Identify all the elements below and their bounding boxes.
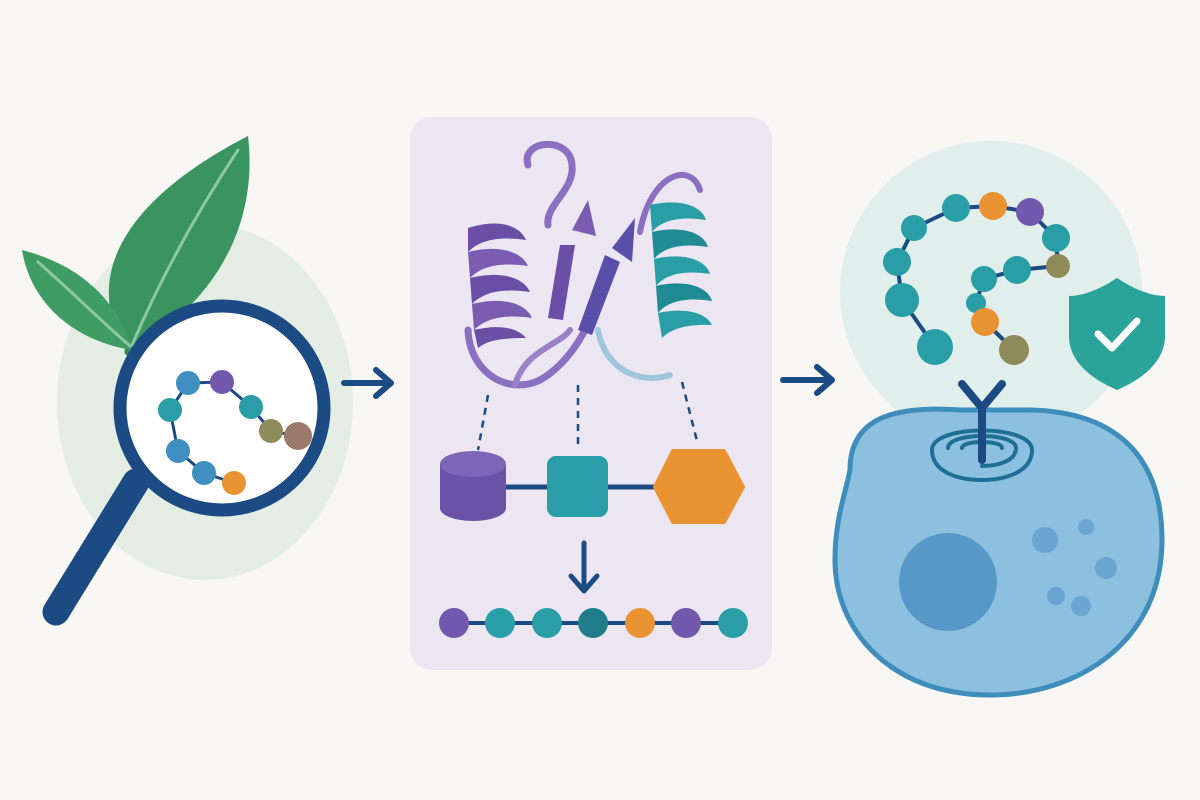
purple-loop	[523, 140, 576, 229]
nucleus	[899, 533, 997, 631]
teal-top-loop	[637, 171, 703, 235]
leaf-large-vein	[130, 148, 240, 347]
chain-bead-purple	[671, 608, 701, 638]
folded-bead	[901, 215, 927, 241]
crossing-loop	[512, 327, 573, 388]
cell-membrane	[832, 406, 1165, 698]
beta-strand-left	[548, 245, 575, 320]
peptide-bead	[284, 422, 312, 450]
beta-arrow-right	[612, 218, 635, 262]
leaf-large	[108, 136, 250, 352]
check-mark	[1094, 317, 1141, 352]
design-stage	[410, 117, 772, 670]
square-icon	[547, 456, 608, 517]
design-panel	[410, 117, 772, 670]
vesicle-4	[1047, 587, 1065, 605]
receptor-arms	[958, 380, 1006, 412]
peptide-bead	[166, 439, 190, 463]
folded-bead	[966, 293, 986, 313]
vesicle-1	[1032, 527, 1058, 553]
peptide-bead	[259, 419, 283, 443]
beta-strand-right	[578, 255, 620, 335]
connector-right	[680, 381, 700, 446]
leaf-small-vein	[36, 260, 132, 348]
folded-bead	[1003, 256, 1031, 284]
folded-bead	[885, 283, 919, 317]
bead-chain-beads	[439, 608, 748, 638]
hexagon-icon	[653, 449, 745, 524]
peptide-bead	[158, 398, 182, 422]
folded-bead	[1016, 198, 1044, 226]
folded-bead	[883, 248, 911, 276]
arrow-down-icon	[568, 540, 600, 594]
cell-icon	[832, 406, 1165, 698]
folded-bead	[1042, 224, 1070, 252]
folded-bead	[942, 194, 970, 222]
folded-bead	[917, 329, 953, 365]
receptor-icon	[958, 380, 1006, 464]
peptide-bead	[222, 471, 246, 495]
peptide-bead	[192, 461, 216, 485]
cylinder-icon	[440, 451, 506, 521]
peptide-bead	[210, 370, 234, 394]
leaf-icon	[22, 136, 250, 356]
vesicle-2	[1078, 519, 1094, 535]
arrow-right-icon	[780, 364, 835, 396]
teal-lower-loop	[595, 327, 673, 381]
discovery-stage	[22, 136, 353, 626]
teal-helix	[650, 202, 712, 338]
connector-left	[476, 394, 490, 451]
chain-bead-dark-teal	[578, 608, 608, 638]
chain-bead-orange	[625, 608, 655, 638]
vesicle-3	[1095, 557, 1117, 579]
protein-structure-icon	[464, 140, 712, 389]
peptide-chain-icon	[883, 192, 1070, 365]
shield	[1069, 278, 1165, 390]
magnifier-icon	[42, 299, 331, 626]
folded-bead	[979, 192, 1007, 220]
folded-bead	[971, 308, 999, 336]
chain-bead-teal	[485, 608, 515, 638]
peptide-bead	[176, 371, 200, 395]
beta-arrow-left	[572, 200, 596, 236]
folded-bead	[1046, 254, 1070, 278]
peptide-chain-icon	[158, 370, 312, 495]
chain-bead-teal	[532, 608, 562, 638]
vesicle-5	[1071, 596, 1091, 616]
chain-bead-purple	[439, 608, 469, 638]
chain-bead-teal	[718, 608, 748, 638]
bead-chain-icon	[439, 608, 748, 638]
arrow-right-icon	[341, 367, 394, 399]
peptide-bead	[239, 395, 263, 419]
folded-bead	[999, 335, 1029, 365]
shield-check-icon	[1069, 278, 1165, 390]
folded-bead	[971, 266, 997, 292]
purple-helix	[468, 223, 532, 348]
magnifier-handle	[42, 468, 150, 626]
action-stage	[832, 141, 1165, 698]
